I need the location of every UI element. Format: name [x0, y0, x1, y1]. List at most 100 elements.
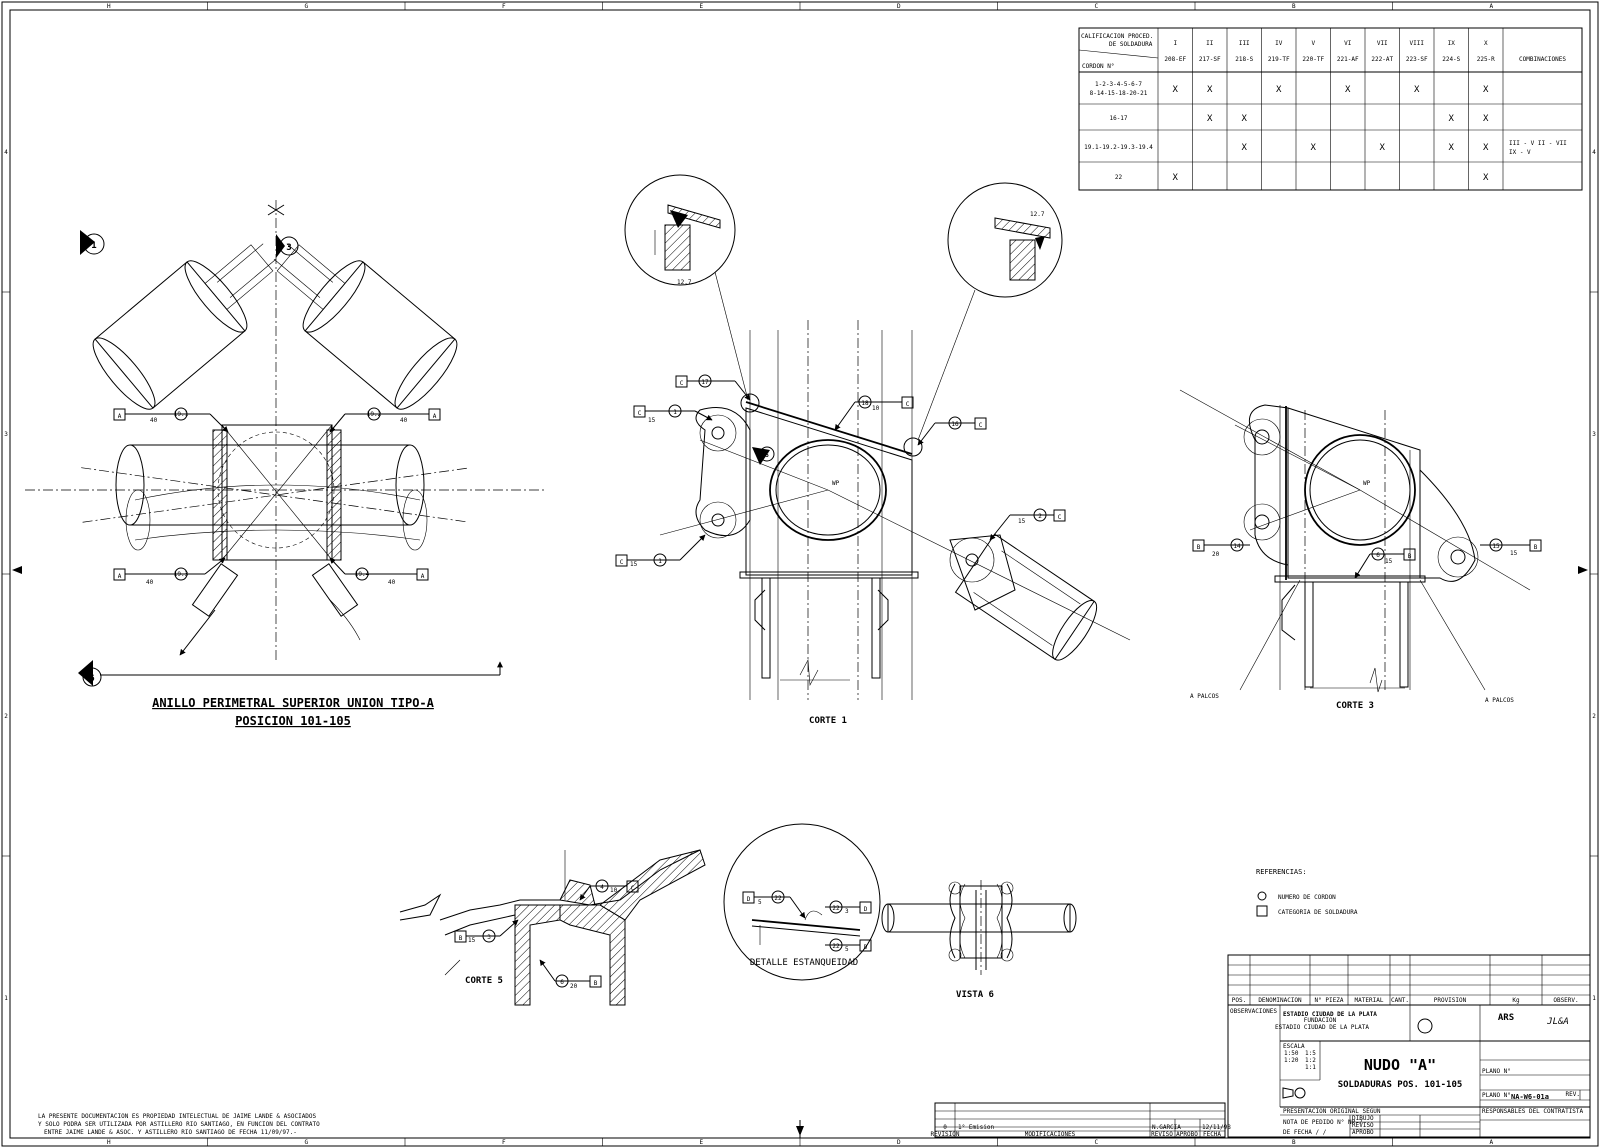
weld-callout: D 5 22	[742, 890, 806, 919]
svg-text:X: X	[1173, 85, 1179, 95]
svg-text:C: C	[638, 410, 642, 417]
weld-class-roman: VIII	[1410, 40, 1425, 47]
parts-list-header: PROVISION	[1434, 997, 1467, 1004]
svg-text:1: 1	[673, 409, 677, 416]
svg-text:D: D	[747, 896, 751, 903]
svg-text:X: X	[1483, 114, 1489, 124]
svg-text:5: 5	[758, 899, 762, 906]
svg-text:X: X	[1449, 114, 1455, 124]
svg-text:22: 22	[832, 943, 840, 950]
border-number: 2	[4, 713, 8, 720]
drawing-title: NUDO "A"	[1364, 1056, 1436, 1074]
weld-callout: B 15 3	[454, 919, 519, 944]
weld-callout: A 40 19.4	[329, 557, 429, 586]
border-letter: E	[699, 1139, 703, 1146]
plan-view-subtitle: POSICION 101-105	[235, 714, 351, 728]
detail-bubble	[624, 174, 736, 286]
svg-text:X: X	[1207, 85, 1213, 95]
svg-text:NOTA DE PEDIDO N° NP-7: NOTA DE PEDIDO N° NP-7	[1283, 1119, 1363, 1126]
weld-class-roman: V	[1311, 40, 1315, 47]
border-letter: B	[1292, 3, 1296, 10]
svg-text:15: 15	[1018, 518, 1026, 525]
svg-text:ESCALA: ESCALA	[1283, 1043, 1305, 1050]
svg-text:B: B	[1197, 544, 1201, 551]
legal-note: LA PRESENTE DOCUMENTACION ES PROPIEDAD I…	[38, 1113, 320, 1136]
section-marker-1: 1	[91, 241, 96, 251]
border-letter: D	[897, 3, 901, 10]
firm-logo-ars: ARS	[1498, 1013, 1514, 1023]
svg-text:4: 4	[600, 884, 604, 891]
svg-text:12.7: 12.7	[677, 279, 692, 286]
plan-view: 6 1 3 A 40 19.1 A 40 19.2	[25, 200, 545, 728]
svg-text:8-14-15-18-20-21: 8-14-15-18-20-21	[1090, 90, 1148, 97]
weld-class-roman: IX	[1448, 40, 1456, 47]
svg-text:ESTADIO CIUDAD DE LA PLATA: ESTADIO CIUDAD DE LA PLATA	[1275, 1024, 1369, 1031]
svg-text:DIBUJO: DIBUJO	[1352, 1115, 1374, 1122]
parts-list-header: DENOMINACION	[1258, 997, 1302, 1004]
svg-text:16: 16	[951, 421, 959, 428]
vista-6-label: VISTA 6	[956, 990, 994, 1000]
weld-class-roman: VI	[1344, 40, 1352, 47]
weld-class-roman: IV	[1275, 40, 1283, 47]
svg-text:17: 17	[701, 379, 709, 386]
corte-1-label: CORTE 1	[809, 716, 847, 726]
svg-text:15: 15	[1492, 543, 1500, 550]
drawing-subtitle: SOLDADURAS POS. 101-105	[1338, 1080, 1463, 1090]
svg-text:6: 6	[560, 979, 564, 986]
svg-text:5: 5	[765, 452, 769, 459]
border-letter: A	[1489, 1139, 1493, 1146]
border-number: 2	[1592, 713, 1596, 720]
weld-class-code: 220-TF	[1302, 56, 1324, 63]
weld-callout: C 17	[675, 374, 751, 401]
border-letter: E	[699, 3, 703, 10]
revision-table: 0 1° Emision N.GARCIA 12/11/98 REVISION …	[931, 1102, 1231, 1138]
svg-text:D: D	[864, 906, 868, 913]
firm-logo-jla: JL&A	[1546, 1017, 1569, 1027]
svg-text:FUNDACION: FUNDACION	[1304, 1017, 1337, 1024]
weld-class-code: 208-EF	[1164, 56, 1186, 63]
svg-text:C: C	[680, 380, 684, 387]
svg-text:6: 6	[1376, 552, 1380, 559]
weld-callout: A 40 19.3	[113, 557, 226, 586]
svg-text:PLANO N°: PLANO N°	[1482, 1068, 1511, 1075]
parts-list-header: Kg	[1512, 997, 1520, 1004]
svg-text:REVISION: REVISION	[931, 1131, 960, 1138]
weld-class-code: 223-SF	[1406, 56, 1428, 63]
vista-6-view: VISTA 6	[881, 880, 1077, 1000]
combinations-header: COMBINACIONES	[1519, 56, 1566, 63]
svg-text:APROBO: APROBO	[1352, 1129, 1374, 1136]
svg-text:5: 5	[845, 946, 849, 953]
palcos-note-right: A PALCOS	[1485, 697, 1514, 704]
svg-text:3: 3	[845, 908, 849, 915]
svg-text:10: 10	[872, 405, 880, 412]
svg-text:18: 18	[861, 400, 869, 407]
border-number: 1	[4, 995, 8, 1002]
svg-text:40: 40	[400, 417, 408, 424]
weld-class-code: 225-R	[1477, 56, 1495, 63]
svg-text:1-2-3-4-5-6-7: 1-2-3-4-5-6-7	[1095, 81, 1142, 88]
svg-text:40: 40	[146, 579, 154, 586]
svg-text:A: A	[118, 573, 122, 580]
corte-5-view: B 15 3 C 10 4 B 20 6 CORTE 5	[399, 849, 706, 1006]
weld-callout: A 40 19.1	[113, 407, 229, 433]
corte-5-label: CORTE 5	[465, 976, 503, 986]
weld-callout: B 20 6	[539, 959, 602, 990]
plan-view-title: ANILLO PERIMETRAL SUPERIOR UNION TIPO-A	[152, 696, 435, 710]
svg-text:D: D	[864, 944, 868, 951]
weld-class-roman: I	[1173, 40, 1177, 47]
svg-text:22: 22	[774, 895, 782, 902]
work-point-label: WP	[832, 480, 840, 487]
border-letter: C	[1094, 3, 1098, 10]
svg-text:REVISO: REVISO	[1352, 1122, 1374, 1129]
detail-bubble	[947, 182, 1063, 298]
weld-class-roman: X	[1484, 40, 1488, 47]
weld-callout: C 16	[917, 416, 987, 446]
svg-text:22: 22	[1115, 174, 1123, 181]
svg-text:1:50: 1:50	[1284, 1050, 1299, 1057]
svg-text:X: X	[1311, 143, 1317, 153]
weld-callout: B 20 14	[1192, 538, 1250, 558]
